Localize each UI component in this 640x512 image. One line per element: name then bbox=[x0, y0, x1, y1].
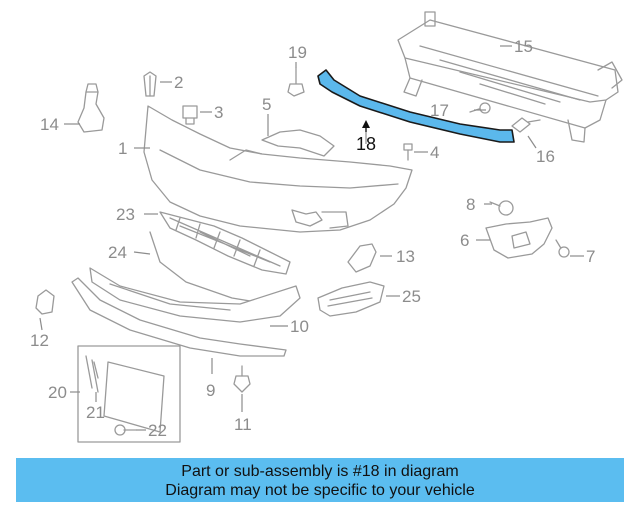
banner-line-1: Part or sub-assembly is #18 in diagram bbox=[181, 463, 459, 480]
part-3-nut[interactable] bbox=[182, 105, 198, 125]
part-2-clip[interactable] bbox=[143, 71, 157, 97]
callout-4[interactable]: 4 bbox=[430, 143, 439, 162]
part-17-bolt[interactable] bbox=[469, 102, 491, 114]
callout-25[interactable]: 25 bbox=[402, 287, 421, 306]
callout-17[interactable]: 17 bbox=[430, 101, 449, 120]
callout-13[interactable]: 13 bbox=[396, 247, 415, 266]
part-16-bolt[interactable] bbox=[511, 117, 541, 133]
callout-2[interactable]: 2 bbox=[174, 73, 183, 92]
callout-18[interactable]: 18 bbox=[356, 134, 376, 154]
part-10-lower-grille[interactable] bbox=[89, 267, 301, 323]
banner-line-2: Diagram may not be specific to your vehi… bbox=[165, 482, 475, 499]
callout-12[interactable]: 12 bbox=[30, 331, 49, 350]
part-19-clip[interactable] bbox=[287, 67, 305, 97]
callout-24[interactable]: 24 bbox=[108, 243, 127, 262]
callout-22[interactable]: 22 bbox=[148, 421, 167, 440]
callout-16[interactable]: 16 bbox=[536, 147, 555, 166]
callout-7[interactable]: 7 bbox=[586, 247, 595, 266]
callout-3[interactable]: 3 bbox=[214, 103, 223, 122]
part-5-bracket[interactable] bbox=[261, 129, 335, 157]
callout-15[interactable]: 15 bbox=[514, 37, 533, 56]
part-11-clip[interactable] bbox=[233, 365, 251, 393]
part-1-bumper-cover[interactable] bbox=[143, 105, 413, 233]
part-12-cap[interactable] bbox=[35, 289, 55, 315]
part-23-grille[interactable] bbox=[159, 211, 291, 275]
part-21-clip[interactable] bbox=[91, 359, 99, 393]
callout-5[interactable]: 5 bbox=[262, 95, 271, 114]
callout-23[interactable]: 23 bbox=[116, 205, 135, 224]
callout-19[interactable]: 19 bbox=[288, 43, 307, 62]
part-6-bracket[interactable] bbox=[485, 217, 553, 259]
part-25-grille-insert[interactable] bbox=[317, 281, 385, 317]
callout-20[interactable]: 20 bbox=[48, 383, 67, 402]
part-14-cover[interactable] bbox=[77, 83, 105, 133]
part-15-reinforcement-bar[interactable] bbox=[397, 11, 623, 143]
callout-10[interactable]: 10 bbox=[290, 317, 309, 336]
callout-1[interactable]: 1 bbox=[118, 139, 127, 158]
part-18-bracket-highlighted[interactable] bbox=[317, 69, 515, 143]
callout-6[interactable]: 6 bbox=[460, 231, 469, 250]
parts-diagram: 15 19 2 3 14 5 1 4 17 16 18 23 24 13 8 6… bbox=[30, 11, 623, 443]
callout-14[interactable]: 14 bbox=[40, 115, 59, 134]
part-13-cap[interactable] bbox=[347, 243, 377, 273]
callout-8[interactable]: 8 bbox=[466, 195, 475, 214]
info-banner: Part or sub-assembly is #18 in diagram D… bbox=[16, 458, 624, 502]
part-20-plate-bracket-group[interactable] bbox=[77, 345, 181, 443]
part-24-trim[interactable] bbox=[149, 231, 269, 305]
callout-21[interactable]: 21 bbox=[86, 403, 105, 422]
part-4-screw[interactable] bbox=[403, 143, 413, 161]
part-7-screw[interactable] bbox=[555, 239, 570, 258]
callout-9[interactable]: 9 bbox=[206, 381, 215, 400]
part-9-spoiler[interactable] bbox=[71, 277, 287, 357]
part-22-screw[interactable] bbox=[114, 424, 137, 436]
callout-11[interactable]: 11 bbox=[234, 415, 252, 434]
part-8-clip[interactable] bbox=[489, 200, 514, 216]
